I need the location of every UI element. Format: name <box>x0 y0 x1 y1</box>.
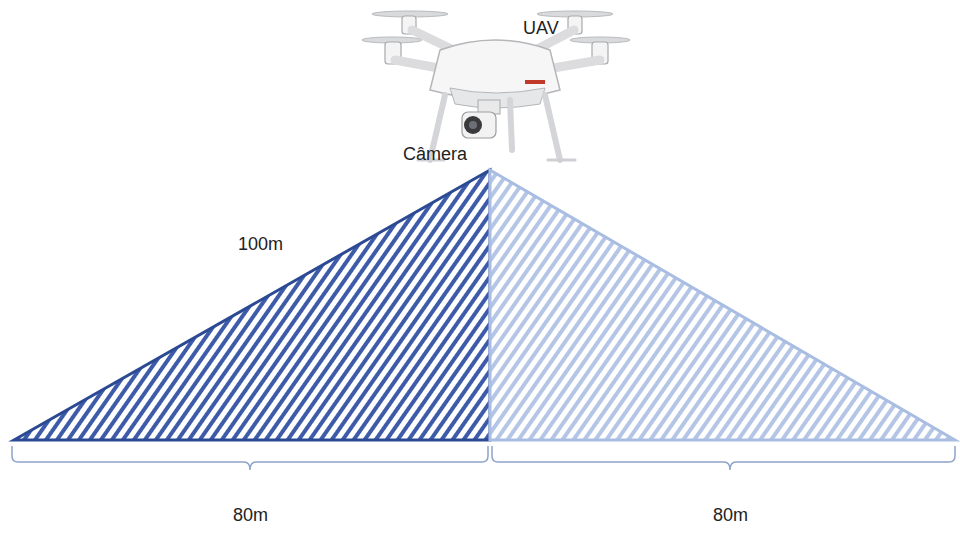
part-label: UAV <box>523 18 559 39</box>
dimension-label: 80m <box>713 505 748 526</box>
part-label: Câmera <box>403 144 467 165</box>
distance-label: 100m <box>238 234 283 255</box>
dimension-label: 80m <box>233 505 268 526</box>
dimension-brackets <box>12 446 955 470</box>
view-triangle-left <box>14 170 490 440</box>
drone-illustration <box>362 11 630 160</box>
view-triangle-right <box>490 170 955 440</box>
